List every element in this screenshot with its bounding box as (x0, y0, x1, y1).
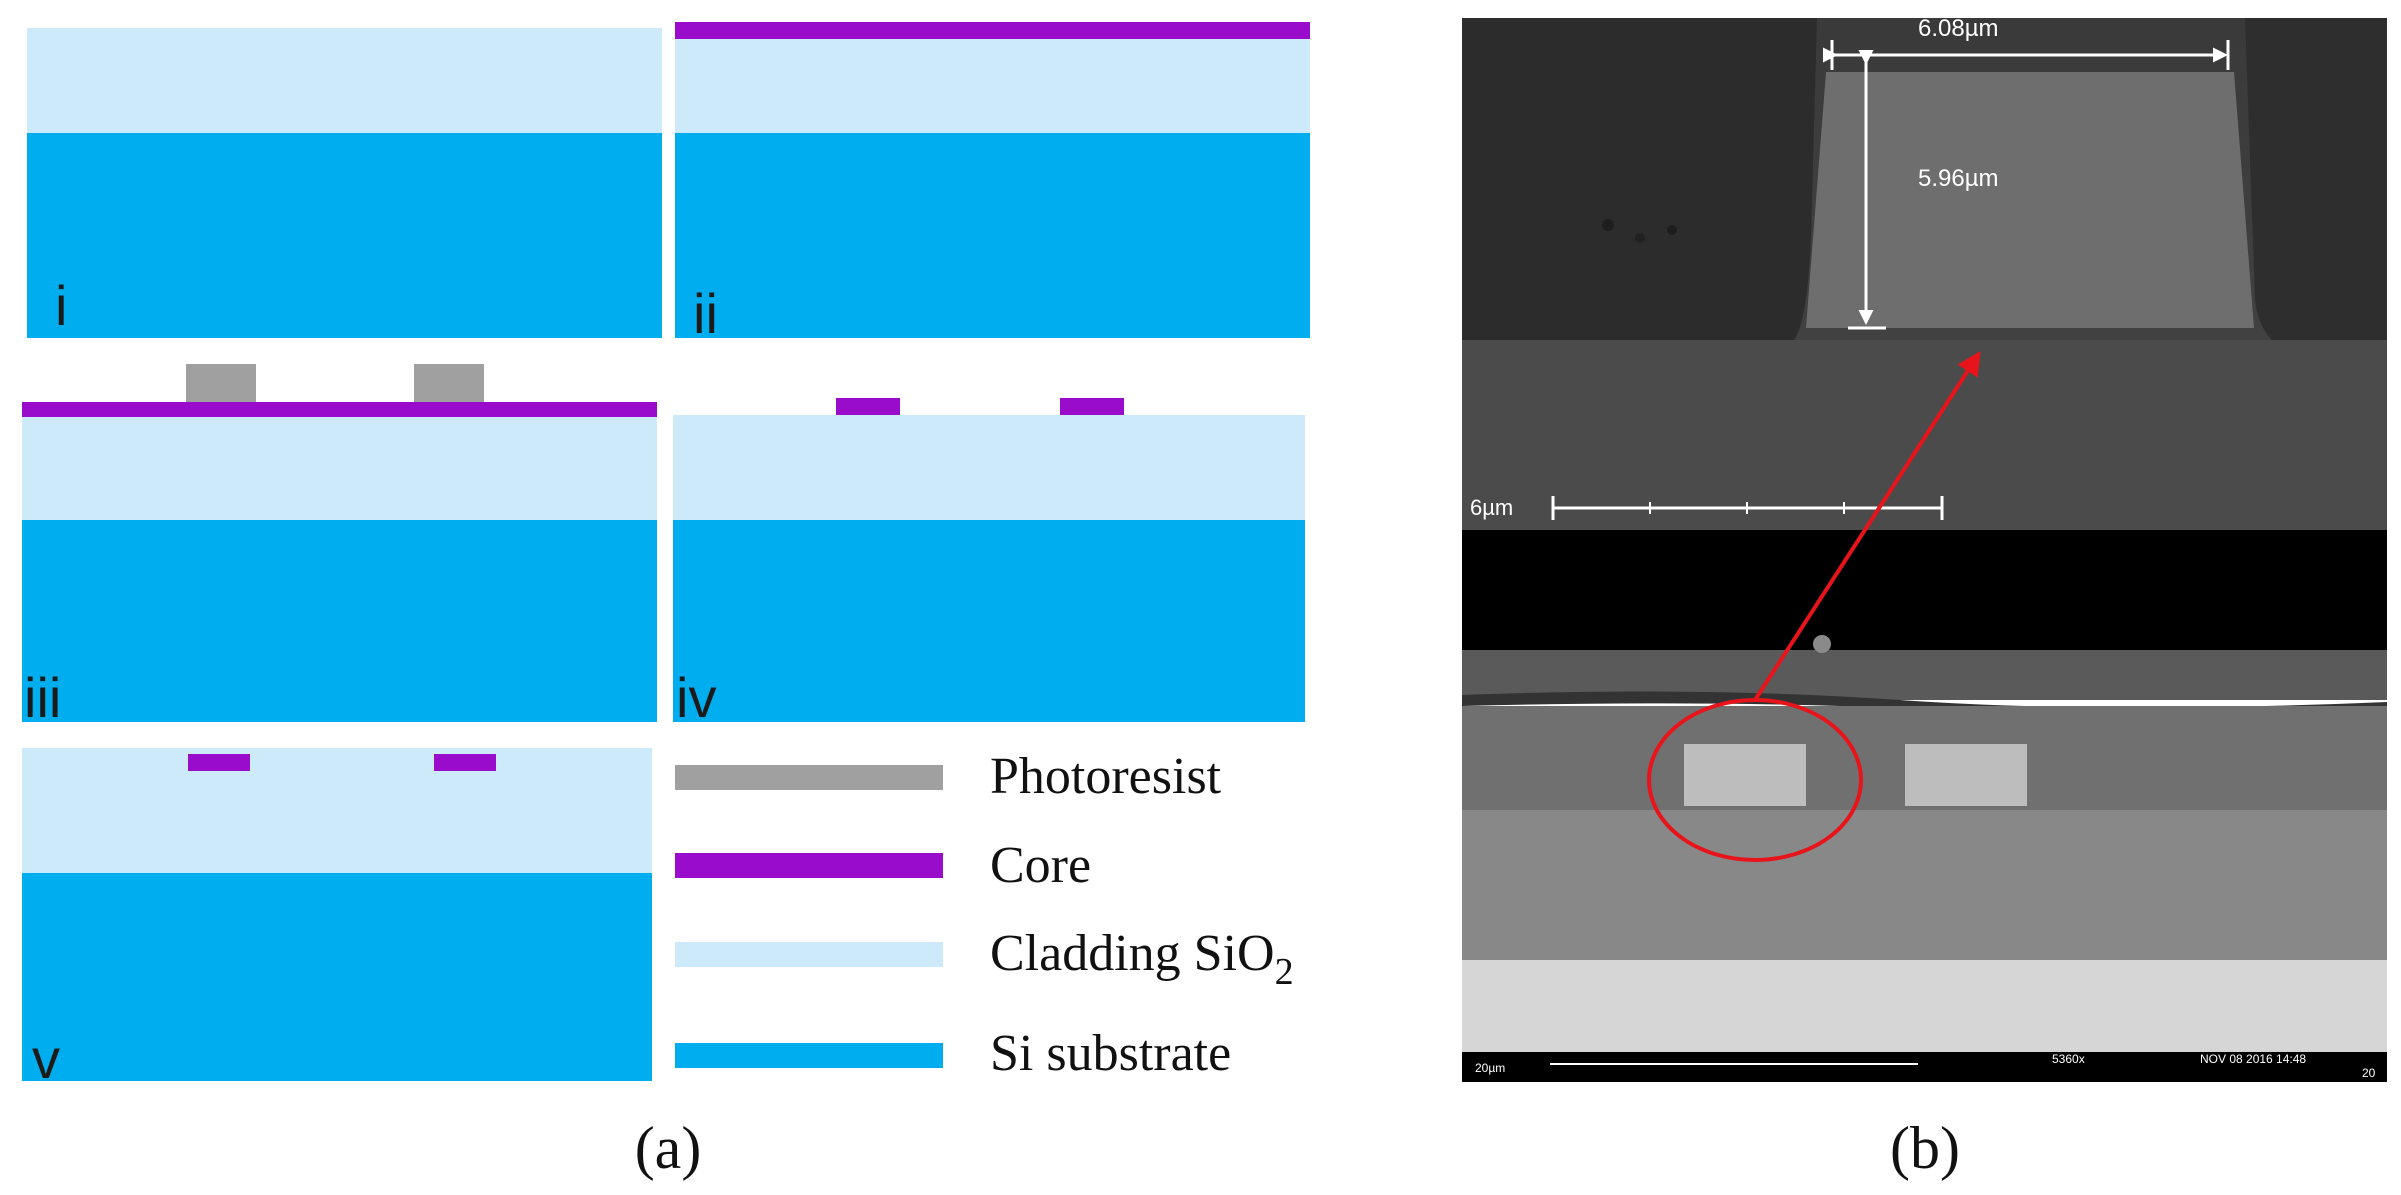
cladding-layer (22, 748, 652, 873)
sem-footer-scale-label: 20µm (1475, 1061, 1505, 1075)
core-strip (188, 754, 250, 771)
photoresist-block (414, 364, 484, 404)
substrate-layer (22, 873, 652, 1081)
core-strip (434, 754, 496, 771)
sem-waveguide-core (1905, 744, 2027, 806)
sem-trench-right (2245, 18, 2387, 360)
step-i-diagram: i (27, 28, 662, 338)
sem-trench-left (1462, 18, 1817, 362)
legend-swatch-substrate (675, 1043, 943, 1068)
step-label: v (32, 1027, 60, 1090)
step-ii-diagram: ii (675, 22, 1310, 345)
cladding-layer (673, 415, 1305, 520)
sem-defect (1667, 225, 1677, 235)
core-strip (836, 398, 900, 415)
sem-footer-magnification: 5360x (2052, 1052, 2085, 1066)
core-layer (675, 22, 1310, 39)
panel-b: 6.08µm 5.96µm 6µm (1462, 15, 2387, 1181)
height-measurement: 5.96µm (1848, 50, 1999, 330)
zoom-arrow (1753, 350, 1981, 702)
legend: Photoresist Core Cladding SiO2 Si substr… (675, 748, 1294, 1082)
step-v-diagram: v (22, 748, 652, 1090)
sem-waveguide-core (1806, 72, 2254, 328)
scale-label: 6µm (1470, 495, 1513, 520)
legend-label-cladding-main: Cladding SiO (990, 925, 1275, 982)
step-iii-diagram: iii (22, 364, 657, 729)
photoresist-block (186, 364, 256, 404)
legend-swatch-core (675, 853, 943, 878)
width-measurement: 6.08µm (1823, 15, 2230, 70)
legend-label-cladding-sub: 2 (1275, 951, 1294, 993)
step-iv-diagram: iv (673, 398, 1305, 729)
step-label: iv (676, 666, 716, 729)
sem-defect (1602, 219, 1614, 231)
core-layer (22, 402, 657, 417)
sem-substrate-band (1462, 960, 2387, 1052)
substrate-layer (27, 133, 662, 338)
sem-info-bar (1462, 1052, 2387, 1082)
sem-particle (1813, 635, 1831, 653)
legend-label-cladding: Cladding SiO2 (990, 925, 1294, 993)
step-label: iii (24, 666, 61, 729)
cladding-layer (22, 417, 657, 520)
sem-footer-date: NOV 08 2016 14:48 (2200, 1052, 2306, 1066)
height-label: 5.96µm (1918, 165, 1999, 192)
substrate-layer (675, 133, 1310, 338)
sem-defect (1635, 233, 1645, 243)
legend-swatch-photoresist (675, 765, 943, 790)
sem-oxide-band (1462, 810, 2387, 960)
step-label: ii (693, 282, 718, 345)
step-label: i (55, 274, 67, 337)
width-label: 6.08µm (1918, 15, 1999, 42)
caption-a: (a) (635, 1115, 702, 1181)
cladding-layer (675, 39, 1310, 133)
legend-label-photoresist: Photoresist (990, 748, 1222, 805)
sem-bottom-black (1462, 530, 2387, 650)
legend-swatch-cladding (675, 942, 943, 967)
substrate-layer (673, 520, 1305, 722)
cladding-layer (27, 28, 662, 133)
core-strip (1060, 398, 1124, 415)
legend-label-substrate: Si substrate (990, 1025, 1231, 1082)
sem-image: 6.08µm 5.96µm 6µm (1462, 15, 2387, 1082)
sem-footer-extra: 20 (2362, 1066, 2376, 1080)
panel-a: i ii iii iv (22, 22, 1310, 1181)
substrate-layer (22, 520, 657, 722)
caption-b: (b) (1890, 1115, 1960, 1181)
sem-waveguide-core (1684, 744, 1806, 806)
legend-label-core: Core (990, 837, 1091, 894)
